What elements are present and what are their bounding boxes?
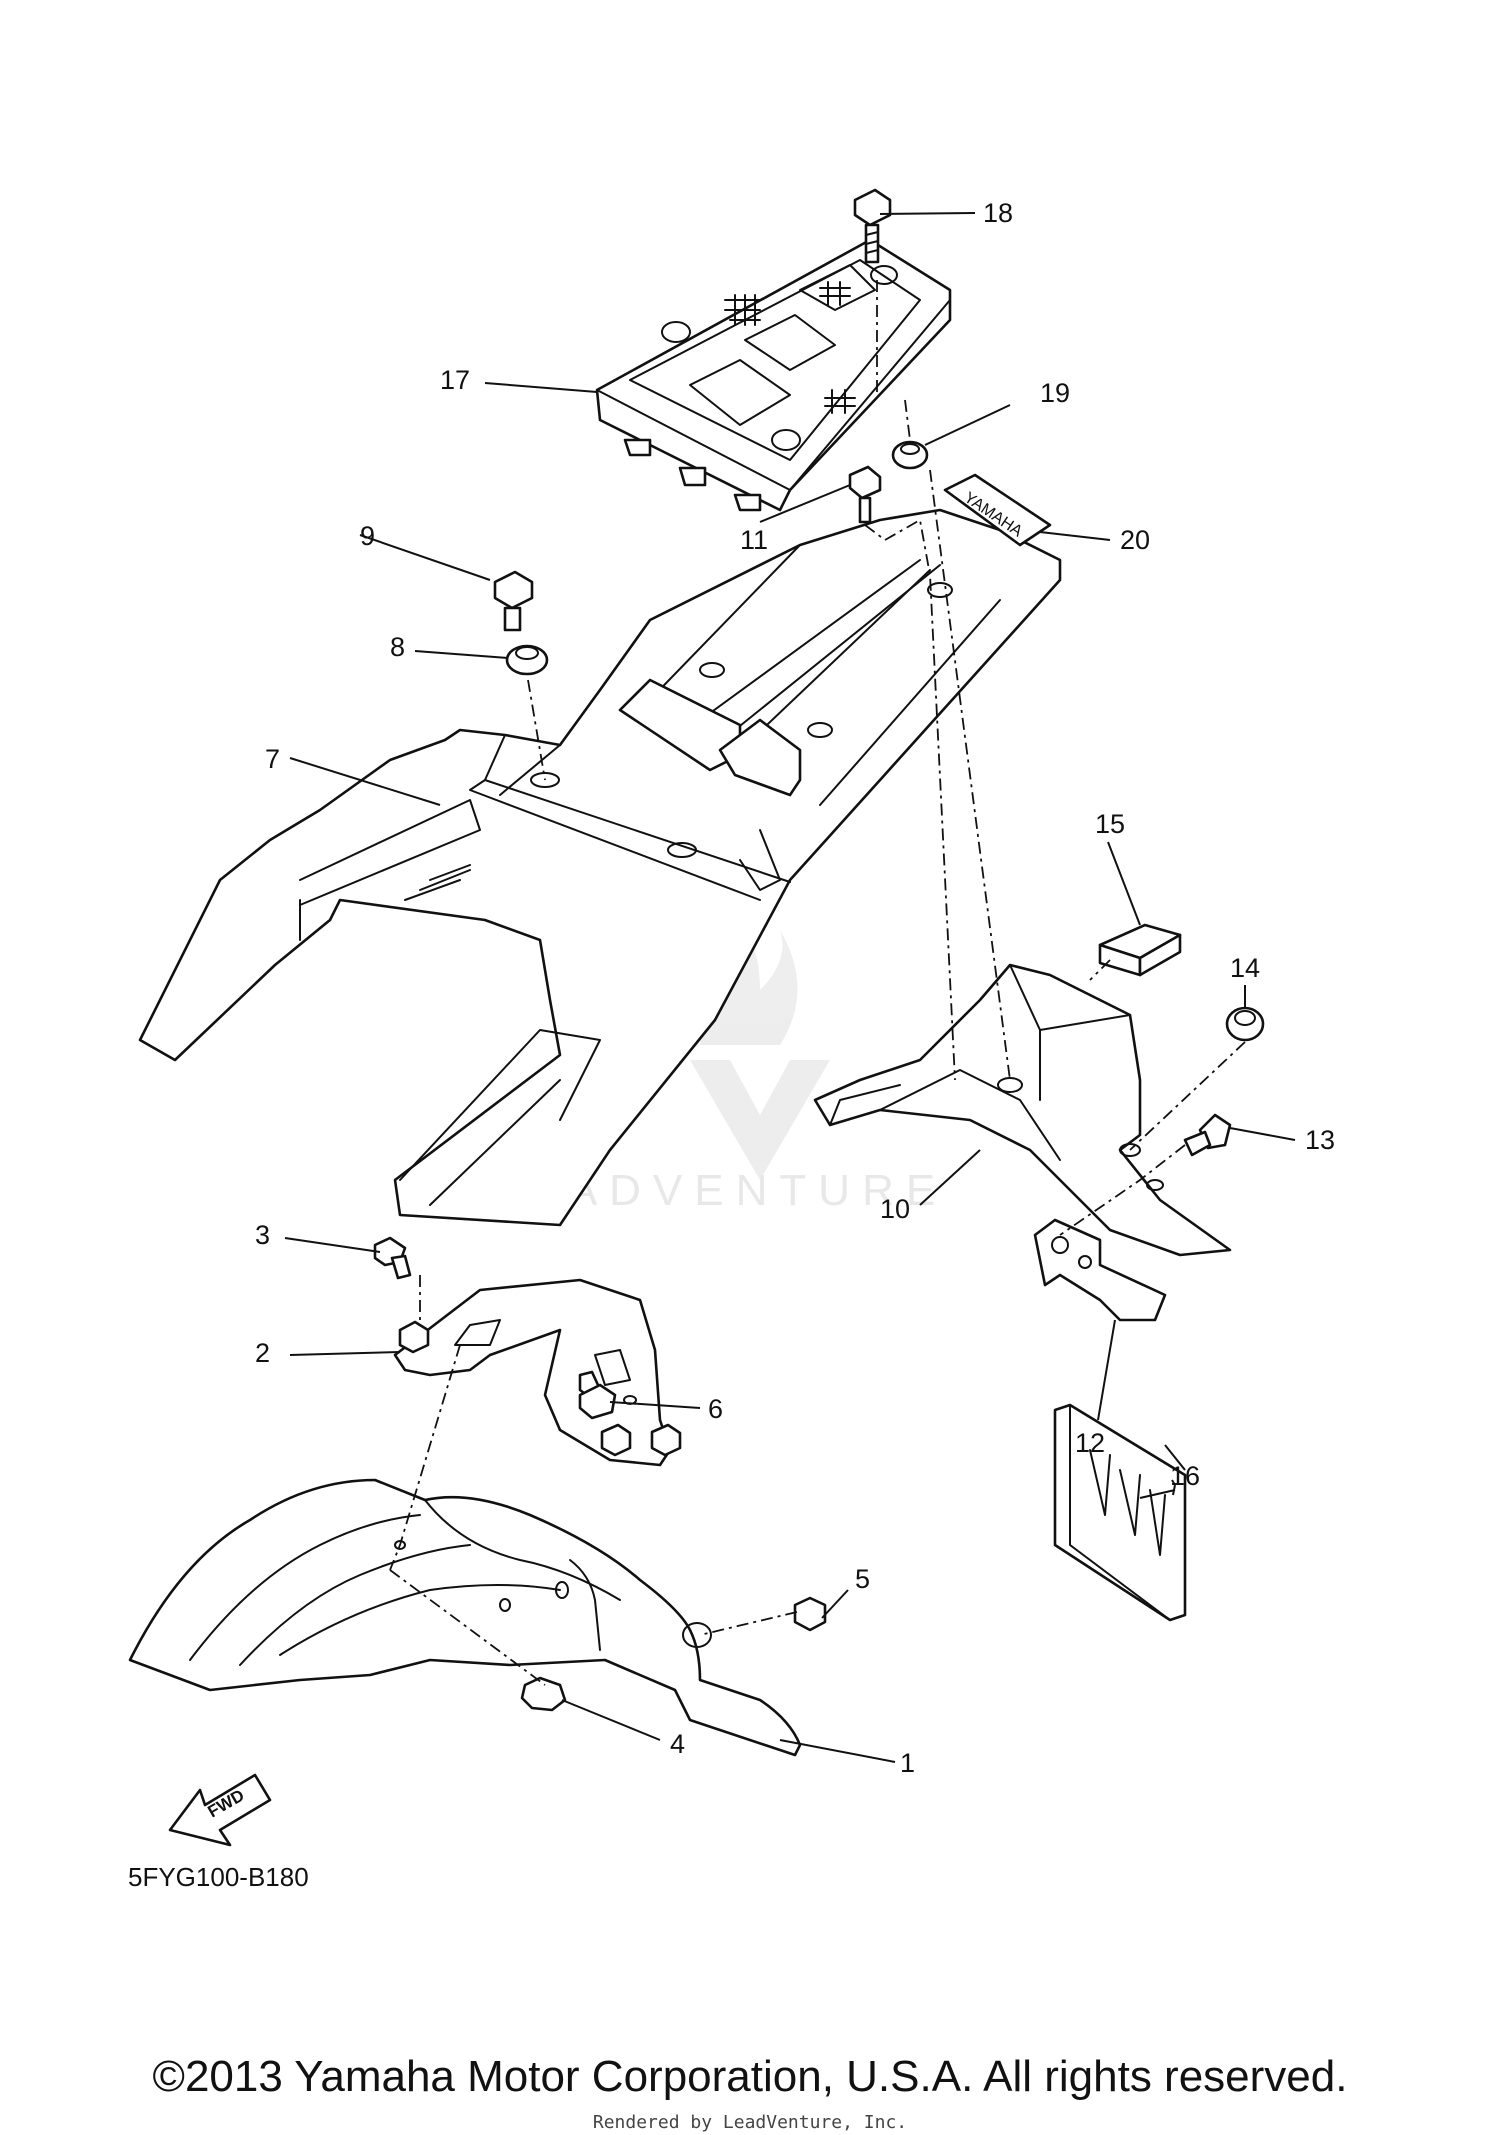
callout-7: 7 — [265, 744, 280, 774]
part-9-bolt — [493, 570, 534, 632]
callout-20: 20 — [1120, 525, 1150, 555]
part-16-reflector — [1053, 1403, 1187, 1622]
callout-1: 1 — [900, 1748, 915, 1778]
part-2-fender-bracket — [393, 1278, 682, 1467]
callout-2: 2 — [255, 1338, 270, 1368]
callout-3: 3 — [255, 1220, 270, 1250]
callout-14: 14 — [1230, 953, 1260, 983]
part-15-block — [1098, 923, 1182, 977]
callout-6: 6 — [708, 1394, 723, 1424]
callout-8: 8 — [390, 632, 405, 662]
part-7-rear-cowl — [138, 508, 1062, 1227]
part-19-grommet — [891, 440, 929, 470]
assembly-lines — [389, 280, 1246, 1686]
callout-9: 9 — [360, 521, 375, 551]
callout-18: 18 — [983, 198, 1013, 228]
part-6-bolt — [578, 1370, 617, 1420]
callout-17: 17 — [440, 365, 470, 395]
callout-5: 5 — [855, 1564, 870, 1594]
diagram-code: 5FYG100-B180 — [128, 1862, 309, 1892]
callout-13: 13 — [1305, 1125, 1335, 1155]
part-1-front-fender — [128, 1478, 802, 1757]
part-12-reflector-bracket — [1033, 1218, 1167, 1322]
part-8-grommet — [505, 644, 549, 676]
copyright-notice: ©2013 Yamaha Motor Corporation, U.S.A. A… — [152, 2052, 1348, 2101]
callout-12: 12 — [1075, 1428, 1105, 1458]
callout-10: 10 — [880, 1194, 910, 1224]
part-11-bolt — [848, 465, 882, 524]
part-18-bolt — [853, 188, 892, 264]
part-10-fender-bracket — [813, 963, 1232, 1257]
callout-16: 16 — [1170, 1461, 1200, 1491]
fwd-arrow-icon: FWD — [168, 1773, 272, 1847]
callout-11: 11 — [740, 525, 768, 555]
callout-15: 15 — [1095, 809, 1125, 839]
part-5-grommet — [793, 1596, 827, 1632]
part-14-nut — [1225, 1006, 1265, 1042]
leader-lines — [284, 212, 1296, 1763]
callout-numbers: 18 17 19 20 11 9 8 7 15 14 13 10 12 16 3… — [255, 198, 1335, 1778]
part-3-bolt — [373, 1236, 412, 1280]
callout-4: 4 — [670, 1729, 685, 1759]
callout-19: 19 — [1040, 378, 1070, 408]
rendered-by: Rendered by LeadVenture, Inc. — [592, 2112, 908, 2133]
part-4-nut — [520, 1676, 567, 1712]
part-17-carrier — [595, 238, 952, 512]
part-13-bolt — [1183, 1113, 1232, 1157]
